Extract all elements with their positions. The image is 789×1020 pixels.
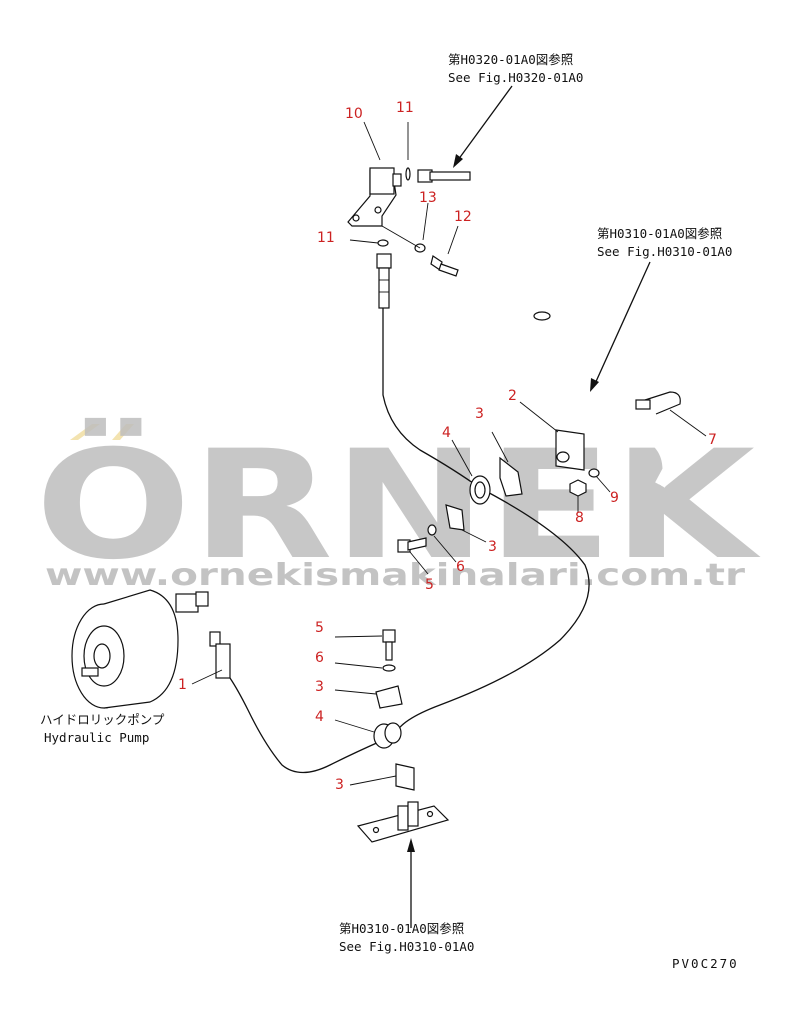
callout-3-lower: 3: [315, 679, 324, 695]
hose-fitting-top: [376, 253, 392, 309]
callout-13: 13: [419, 190, 437, 206]
bolt-12: [430, 255, 459, 277]
ref-top-jp: 第H0320-01A0図参照: [448, 52, 573, 67]
ref-bottom-en: See Fig.H0310-01A0: [339, 939, 474, 954]
callout-7: 7: [708, 432, 717, 448]
callout-3-upper: 3: [475, 406, 484, 422]
clamp-upper: [445, 456, 523, 531]
pump-label-jp: ハイドロリックポンプ: [40, 712, 165, 727]
ref-bottom-jp: 第H0310-01A0図参照: [339, 921, 464, 936]
callout-11-lower: 11: [317, 230, 335, 246]
hose-end-top-right: [417, 169, 471, 183]
callout-3-mid: 3: [488, 539, 497, 555]
hose-line: [229, 300, 590, 774]
ref-top-en: See Fig.H0320-01A0: [448, 70, 583, 85]
bolt-washer-mid: [397, 524, 437, 553]
watermark-url: www.ornekismakinalari.com.tr: [45, 558, 745, 593]
lower-stack: [373, 629, 415, 791]
o-ring-11-lower: [377, 239, 389, 247]
elbow-fitting-10: [347, 167, 402, 227]
callout-2: 2: [508, 388, 517, 404]
callout-3-bottom: 3: [335, 777, 344, 793]
pipe-assembly-right: [533, 311, 681, 488]
callout-9: 9: [610, 490, 619, 506]
hydraulic-pump: [71, 589, 231, 709]
callout-6-upper: 6: [456, 559, 465, 575]
callout-12: 12: [454, 209, 472, 225]
ref-right-jp: 第H0310-01A0図参照: [597, 226, 722, 241]
callout-6-lower: 6: [315, 650, 324, 666]
watermark: ÖRNEK www.ornekismakinalari.com.tr: [35, 417, 761, 593]
pump-label-en: Hydraulic Pump: [44, 730, 149, 745]
ref-right-en: See Fig.H0310-01A0: [597, 244, 732, 259]
callout-4-upper: 4: [442, 425, 451, 441]
nut-8: [569, 479, 587, 497]
watermark-brand: ÖRNEK: [35, 417, 761, 593]
watermark-accent-right: [112, 424, 134, 440]
callout-4-lower: 4: [315, 709, 324, 725]
callout-11-upper: 11: [396, 100, 414, 116]
callout-5-upper: 5: [425, 577, 434, 593]
drawing-code: PV0C270: [672, 956, 739, 971]
callout-8: 8: [575, 510, 584, 526]
bottom-bracket: [356, 801, 450, 843]
bracket-2: [555, 429, 600, 478]
callout-5-lower: 5: [315, 620, 324, 636]
callout-10: 10: [345, 106, 363, 122]
ref-arrows: [407, 85, 651, 928]
watermark-accent-left: [70, 424, 100, 440]
o-ring-11-upper: [405, 167, 411, 181]
callout-1: 1: [178, 677, 187, 693]
leader-lines: [191, 121, 707, 786]
